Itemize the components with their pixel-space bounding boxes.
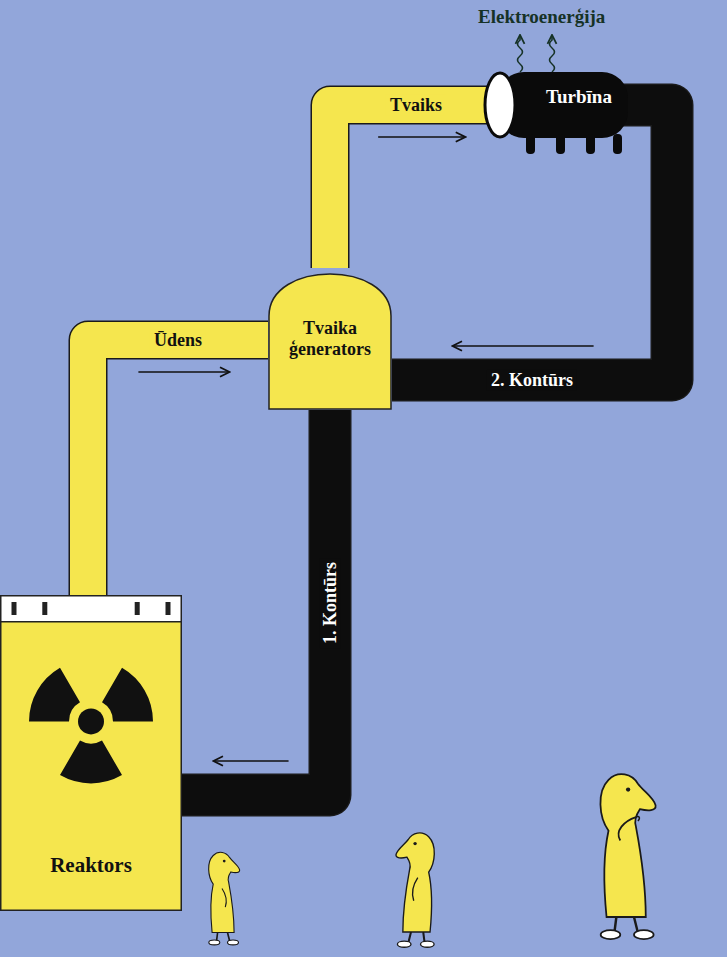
power-arrows bbox=[518, 36, 555, 72]
pipe-connector bbox=[392, 105, 672, 380]
turbine-leg bbox=[586, 134, 595, 154]
pipe-label: 2. Kontūrs bbox=[487, 370, 577, 391]
turbine: Turbīna bbox=[482, 64, 632, 164]
turbine-leg bbox=[526, 134, 535, 154]
pipe-label-holder: Tvaiks bbox=[386, 95, 446, 116]
flow-arrow bbox=[378, 136, 464, 138]
flow-arrow bbox=[138, 371, 228, 373]
roof-mark bbox=[135, 602, 140, 615]
node-label: Reaktors bbox=[50, 853, 132, 877]
roof-mark bbox=[42, 602, 47, 615]
radiation-symbol bbox=[29, 668, 153, 784]
cartoon-figure bbox=[600, 774, 655, 939]
reactor-body bbox=[1, 596, 182, 911]
reactor: Reaktors bbox=[0, 595, 182, 911]
cartoon-figure bbox=[396, 833, 434, 947]
turbine-leg bbox=[556, 134, 565, 154]
flow-arrow bbox=[454, 345, 594, 347]
cartoon-figure bbox=[209, 852, 240, 945]
pipe-label: 1. Kontūrs bbox=[320, 557, 341, 647]
node-label: Tvaika ģenerators bbox=[278, 318, 382, 359]
flow-arrow bbox=[215, 760, 289, 762]
node-outline bbox=[482, 64, 632, 164]
pipe-label-holder: 1. Kontūrs bbox=[320, 557, 341, 647]
wavy-arrow bbox=[550, 36, 555, 72]
wavy-arrow bbox=[518, 36, 523, 72]
node-label: Turbīna bbox=[546, 86, 612, 108]
pipe-label-holder: Ūdens bbox=[150, 330, 206, 351]
roof-mark bbox=[166, 602, 171, 615]
reactor-roof bbox=[1, 596, 182, 622]
pipe-label: Tvaiks bbox=[386, 95, 446, 116]
turbine-body bbox=[498, 72, 628, 138]
turbine-inlet bbox=[485, 73, 515, 137]
label-holder: Elektroenerģija bbox=[478, 6, 605, 28]
turbine-leg bbox=[613, 134, 622, 154]
roof-mark bbox=[12, 602, 17, 615]
steam-generator: Tvaika ģenerators bbox=[268, 268, 392, 410]
generator-dome bbox=[269, 274, 391, 409]
pipe-connector bbox=[88, 340, 268, 595]
pipe-connector bbox=[330, 105, 502, 268]
pipe-label: Ūdens bbox=[150, 330, 206, 351]
pipe-label-holder: 2. Kontūrs bbox=[487, 370, 577, 391]
pipe-connector bbox=[182, 410, 330, 795]
output-label: Elektroenerģija bbox=[478, 6, 605, 28]
